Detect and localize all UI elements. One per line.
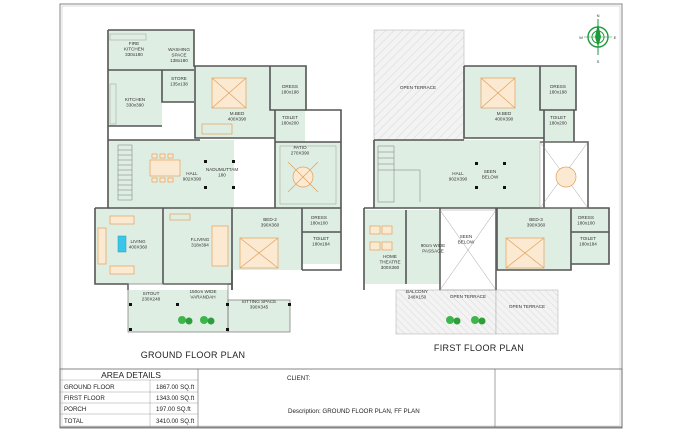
description-label: Description: GROUND FLOOR PLAN, FF PLAN	[288, 408, 420, 415]
title-block: AREA DETAILS GROUND FLOOR 1867.00 SQ.ft …	[59, 368, 623, 428]
svg-text:OPEN TERRACE: OPEN TERRACE	[509, 304, 545, 309]
svg-text:N: N	[597, 13, 600, 18]
sheet-inner-border	[61, 5, 621, 427]
area-row-label: FIRST FLOOR	[64, 395, 105, 402]
client-label: CLIENT:	[287, 375, 310, 382]
svg-text:W: W	[579, 35, 583, 40]
first-floor-plants-icon	[446, 316, 486, 325]
area-row-value: 197.00 SQ.ft	[156, 406, 191, 413]
area-row-value: 3410.00 SQ.ft	[156, 418, 194, 425]
area-row-label: TOTAL	[64, 418, 84, 425]
area-row-value: 1343.00 SQ.ft	[156, 395, 194, 402]
area-details-heading: AREA DETAILS	[101, 370, 161, 380]
ground-floor-plan	[94, 29, 342, 333]
ground-floor-title: GROUND FLOOR PLAN	[141, 350, 246, 360]
svg-text:OPEN TERRACE: OPEN TERRACE	[400, 85, 436, 90]
svg-text:OPEN TERRACE: OPEN TERRACE	[450, 294, 486, 299]
compass-icon: N S E W	[579, 13, 617, 64]
area-row-label: PORCH	[64, 406, 86, 413]
first-floor-plan	[363, 29, 610, 335]
room-label: FIRE	[129, 41, 139, 46]
sheet-border	[59, 3, 623, 429]
area-row-label: GROUND FLOOR	[64, 384, 115, 391]
svg-text:E: E	[614, 35, 617, 40]
first-floor-title: FIRST FLOOR PLAN	[434, 343, 524, 353]
svg-text:S: S	[597, 59, 600, 64]
garden-plants-icon	[178, 316, 215, 325]
area-row-value: 1867.00 SQ.ft	[156, 384, 194, 391]
